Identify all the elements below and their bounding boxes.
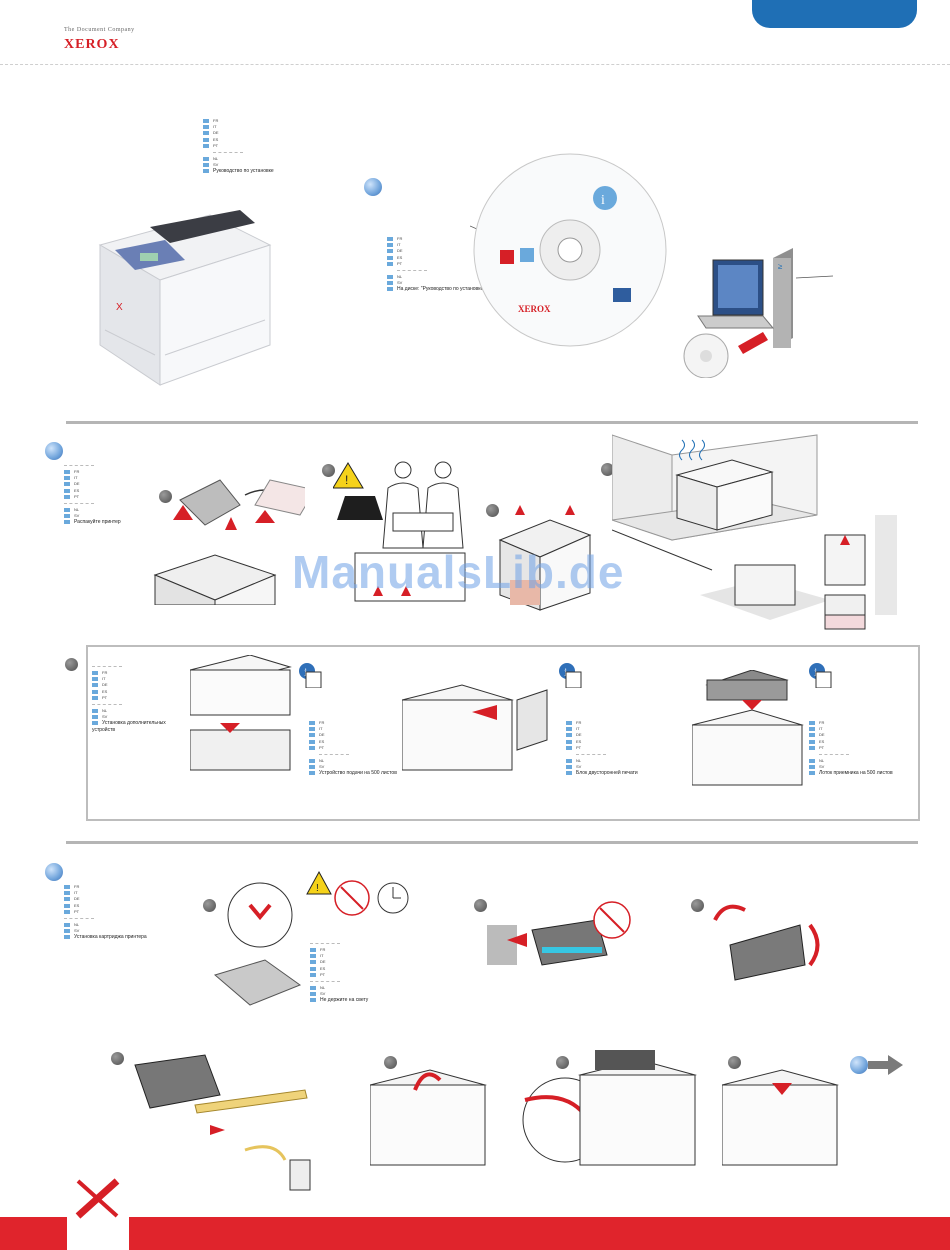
cartridge-shake-illustration [713,904,820,981]
step-bullet-unpack [45,442,63,460]
unpack-box-illustration [153,479,305,605]
unpack-ru-label: Распакуйте принтер [74,519,121,526]
open-bag-illustration [213,882,302,1006]
trash-can-icon [289,1159,311,1191]
step-number-dot [486,504,499,517]
cartridge-language-list: FR IT DE ES PT NL SV Установка картриджа… [64,884,147,941]
xerox-x-logo [75,1178,120,1219]
step-bullet-cartridge [45,863,63,881]
top-blue-tab [752,0,917,28]
svg-text:!: ! [345,473,348,487]
tray-language-list: FR IT DE ES PT NL SV Устройство подачи н… [309,720,397,777]
step-number-dot [728,1056,741,1069]
svg-text:i: i [601,193,605,208]
step-bullet-next [850,1056,868,1074]
cover-open-illustration [522,1050,697,1166]
output-tray-ru-label: Лоток приемника на 500 листов [819,770,893,777]
output-tray-illustration [692,670,804,786]
step-number-dot [322,464,335,477]
brand-tagline: The Document Company [64,27,135,33]
options-stack-illustration [700,515,897,630]
info-icon: i [559,663,582,688]
svg-text:XEROX: XEROX [518,304,551,314]
light-warning-language-list: FR IT DE ES PT NL SV Не держите на свету [310,940,368,1004]
step-number-dot [159,490,172,503]
step-bullet-cd [364,178,382,196]
computer-icon: ≥ [683,248,834,378]
light-warning-ru-label: Не держите на свету [320,997,369,1004]
intro-ru-label: Руководство по установке [213,168,274,175]
bottom-red-bar [0,1217,950,1250]
insert-cartridge-illustration [370,1069,487,1166]
bottom-logo-box [67,1172,129,1250]
section-divider-1 [66,421,918,424]
next-arrow-icon [868,1055,903,1075]
cd-language-list: FR IT DE ES PT NL SV На диске: "Руководс… [387,236,485,293]
close-cover-illustration [722,1069,839,1166]
step-number-dot [691,899,704,912]
cd-icon: i XEROX [470,153,667,347]
cd-ru-label: На диске: "Руководство по установке" [397,286,486,293]
step-number-dot [65,658,78,671]
options-ru-label: Установка дополнительных устройств [92,720,166,733]
section-divider-2 [66,841,918,844]
warning-icon [306,870,332,895]
lift-printer-illustration: ! [333,461,466,602]
xerox-logo: XEROX [64,37,120,52]
tray-ru-label: Устройство подачи на 500 листов [319,770,397,777]
step-number-dot [111,1052,124,1065]
warning-icon [333,462,364,489]
intro-language-list: FR IT DE ES PT NL SV Руководство по уста… [203,118,274,175]
step-number-dot [203,899,216,912]
step-number-dot [601,463,614,476]
output-tray-language-list: FR IT DE ES PT NL SV Лоток приемника на … [809,720,893,777]
weight-icon [337,496,383,520]
light-warning-illustration: ! [306,870,409,916]
unpack-language-list: FR IT DE ES PT NL SV Распакуйте принтер [64,462,121,526]
duplex-unit-illustration [402,684,548,771]
duplex-language-list: FR IT DE ES PT NL SV Блок двусторонней п… [566,720,638,777]
duplex-ru-label: Блок двусторонней печати [576,770,638,777]
cartridge-ru-label: Установка картриджа принтера [74,934,147,941]
cartridge-remove-illustration [487,901,631,966]
info-icon: i [299,663,322,688]
clearance-room-illustration [612,434,818,571]
printer-illustration: X [98,210,272,386]
step-number-dot [556,1056,569,1069]
svg-text:≥: ≥ [778,262,783,271]
tray-500-illustration [190,655,292,771]
svg-text:X: X [116,302,123,313]
svg-text:!: ! [316,883,319,894]
header-divider [0,64,950,65]
remove-packaging-illustration [498,505,592,611]
remove-tape-illustration [134,1054,311,1191]
step-number-dot [384,1056,397,1069]
step-number-dot [474,899,487,912]
info-icon: i [809,663,832,688]
options-language-list: FR IT DE ES PT NL SV Установка дополните… [92,663,172,733]
watermark-text: ManualsLib.de [292,546,625,598]
